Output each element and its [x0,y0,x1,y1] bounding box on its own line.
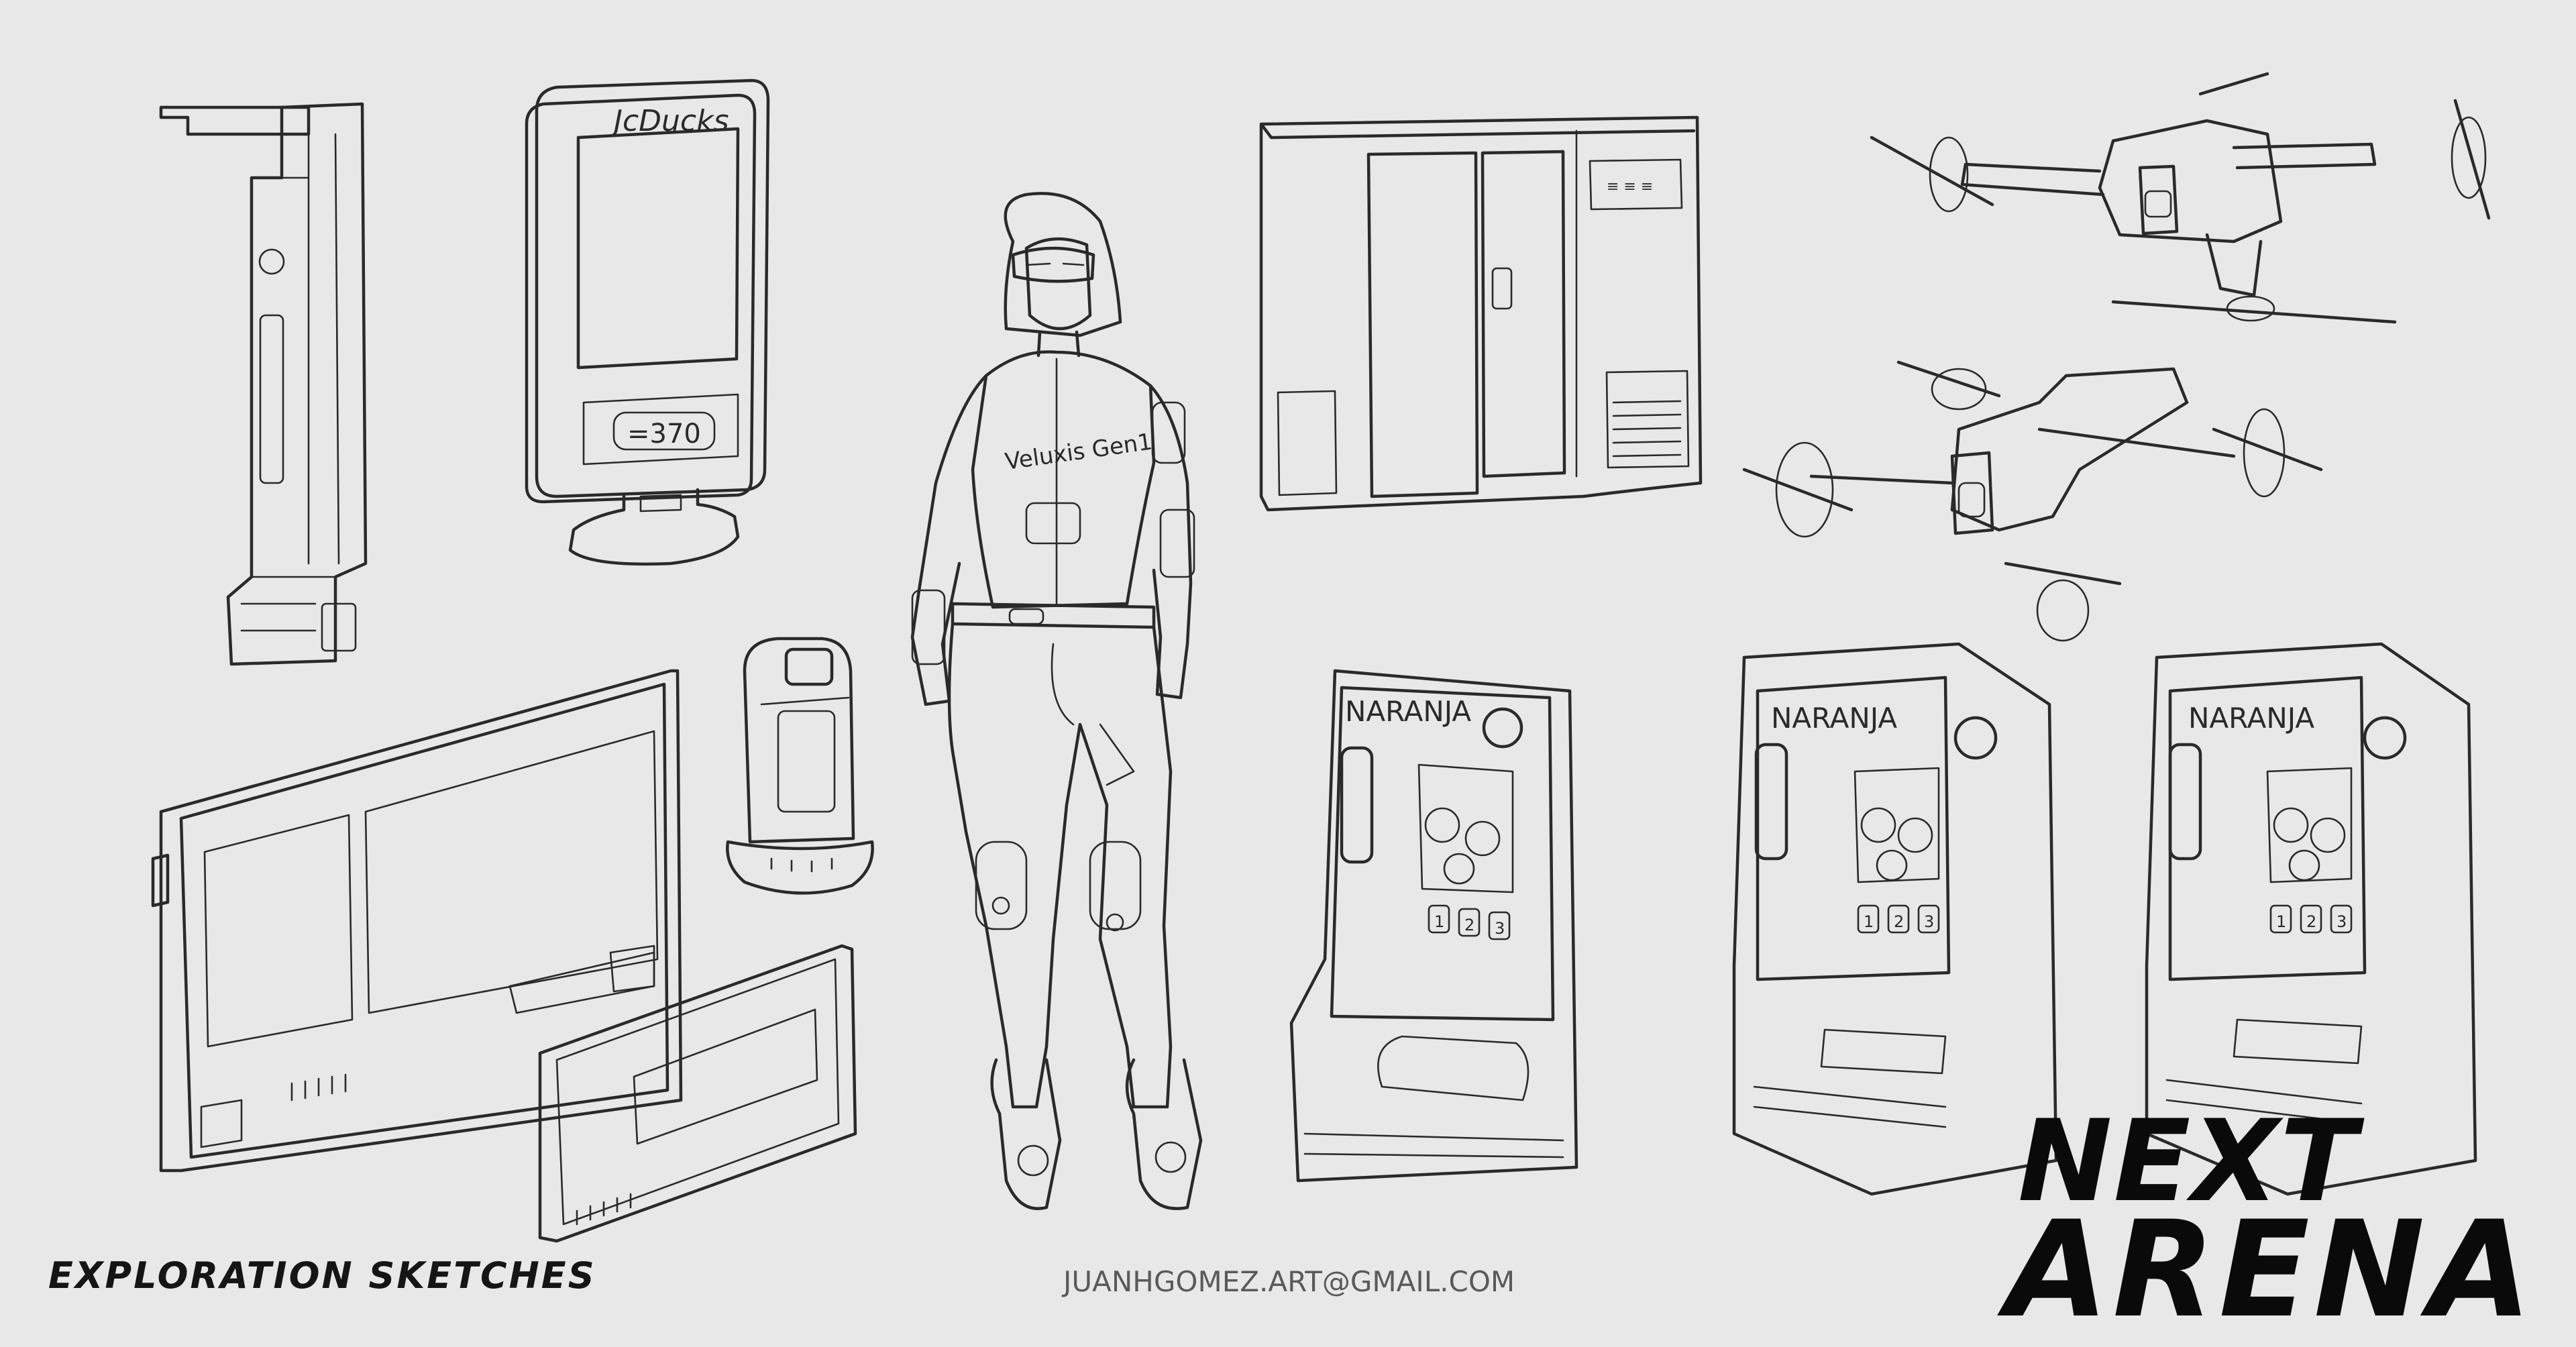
vending-2-key-2: 2 [1894,912,1904,931]
cabinet-label-mark: ≡ ≡ ≡ [1607,178,1653,195]
cabinet-sketch: ≡ ≡ ≡ [1259,115,1703,512]
wall-panel-sketch [151,669,683,1173]
trash-bin-sketch [726,637,874,895]
vending-3-brand: NARANJA [2188,702,2314,735]
logo-line-2: ARENA [2006,1191,2536,1347]
sheet-caption: EXPLORATION SKETCHES [48,1254,596,1297]
next-arena-logo: NEXT ARENA [2006,1095,2556,1347]
vending-2-key-3: 3 [1924,912,1934,931]
logo-line-1: NEXT [2018,1095,2359,1227]
vending-machine-1-sketch: NARANJA 1 2 3 [1289,669,1578,1183]
vending-2-key-1: 1 [1864,912,1874,931]
vending-machine-3-sketch: NARANJA 1 2 3 [2145,642,2477,1196]
vending-1-key-2: 2 [1464,916,1474,934]
sign-price-text: =370 [627,419,701,449]
artist-contact-email: JUANHGOMEZ.ART@GMAIL.COM [1063,1265,1515,1298]
vending-1-brand: NARANJA [1345,695,1471,728]
jacket-text-line1: Veluxis Gen1 [1004,429,1154,476]
price-sign-sketch: JcDucks =370 [525,78,770,566]
l-post-sketch [159,102,368,666]
small-panel-sketch [538,944,857,1243]
vending-1-key-3: 3 [1495,919,1505,938]
drone-top-sketch [1870,72,2491,324]
vending-1-key-1: 1 [1434,912,1444,931]
drone-bottom-sketch [1742,360,2323,642]
vending-3-key-2: 2 [2306,912,2316,931]
vending-2-brand: NARANJA [1771,702,1897,735]
character-sketch: Veluxis Gen1 [910,192,1203,1210]
vending-machine-2-sketch: NARANJA 1 2 3 [1732,642,2058,1196]
vending-3-key-3: 3 [2337,912,2347,931]
sign-brand-text: JcDucks [608,104,729,138]
vending-3-key-1: 1 [2276,912,2286,931]
